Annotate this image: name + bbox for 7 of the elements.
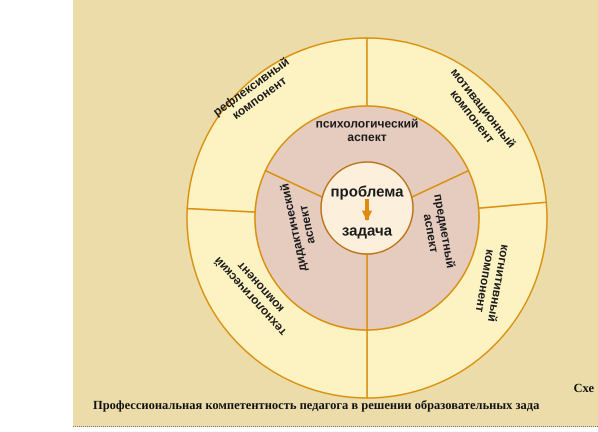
- segment-label: проблема: [330, 183, 404, 200]
- segment-label: задача: [342, 222, 392, 240]
- segment-label: психологический аспект: [316, 116, 418, 144]
- scheme-heading: Схе: [573, 381, 594, 396]
- arrow: [362, 199, 372, 222]
- segment-label: когнитивный компонент: [472, 243, 512, 323]
- caption: Профессиональная компетентность педагога в решении образовательных зада: [93, 398, 540, 413]
